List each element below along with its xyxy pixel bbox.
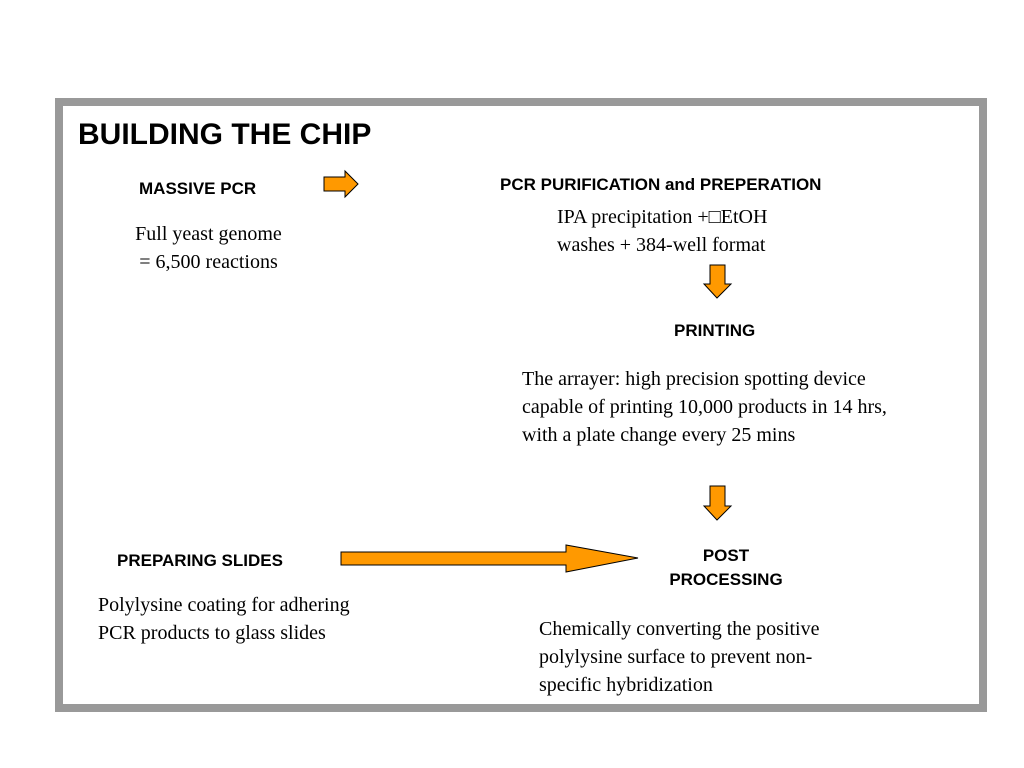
arrow-down-2-shape — [702, 485, 733, 521]
printing-description: The arrayer: high precision spotting dev… — [522, 368, 887, 446]
massive-pcr-description: Full yeast genome = 6,500 reactions — [135, 223, 282, 273]
arrow-right-small — [323, 169, 359, 199]
printing-heading: PRINTING — [674, 321, 756, 340]
arrow-right-long-shape — [340, 544, 639, 573]
arrow-down-2 — [702, 485, 733, 521]
arrow-down-1-shape — [702, 264, 733, 299]
pcr-purification-description: IPA precipitation +□EtOH washes + 384-we… — [557, 206, 768, 256]
post-processing-heading: POST PROCESSING — [669, 546, 783, 589]
slide-title: BUILDING THE CHIP — [78, 118, 372, 151]
preparing-slides-description: Polylysine coating for adhering PCR prod… — [98, 594, 350, 644]
post-processing-description: Chemically converting the positive polyl… — [539, 618, 820, 696]
preparing-slides-heading: PREPARING SLIDES — [117, 551, 283, 570]
arrow-right-long — [340, 544, 639, 573]
arrow-down-1 — [702, 264, 733, 299]
massive-pcr-heading: MASSIVE PCR — [139, 179, 257, 198]
arrow-right-small-shape — [323, 169, 359, 199]
pcr-purification-heading: PCR PURIFICATION and PREPERATION — [500, 175, 822, 194]
slide-frame — [55, 98, 987, 712]
